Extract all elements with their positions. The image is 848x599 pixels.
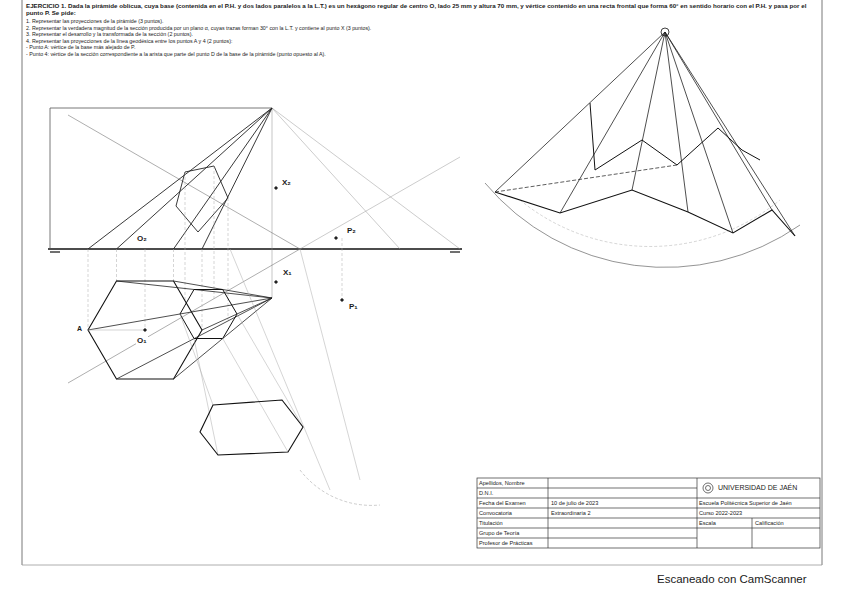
point-label: P₁ xyxy=(348,302,359,311)
table-cell: Calificación xyxy=(755,520,784,526)
table-cell: D.N.I. xyxy=(479,490,493,496)
task-item: - Punto 4: vértice de la sección corresp… xyxy=(26,51,326,57)
task-item: - Punto A: vértice de la base más alejad… xyxy=(26,44,135,50)
section-elevation xyxy=(176,166,228,232)
section-plan xyxy=(180,290,237,339)
task-item: 3. Representar el desarrollo y la transf… xyxy=(26,31,193,37)
point-label: P₂ xyxy=(346,226,357,235)
point-label: A xyxy=(76,325,83,333)
point-label: O₁ xyxy=(136,336,148,345)
table-cell: Profesor de Prácticas xyxy=(479,540,532,546)
pyramid-elevation xyxy=(88,108,272,249)
table-cell: Titulación xyxy=(479,520,503,526)
section-true-size xyxy=(200,400,303,455)
table-cell: Grupo de Teoría xyxy=(479,530,519,536)
task-item: 2. Representar la verdadera magnitud de … xyxy=(26,25,371,31)
development-arc xyxy=(485,183,800,267)
university-name: UNIVERSIDAD DE JAÉN xyxy=(718,484,797,492)
table-cell: Escuela Politécnica Superior de Jaén xyxy=(699,500,792,506)
exercise-statement: EJERCICIO 1. Dada la pirámide oblicua, c… xyxy=(26,2,818,16)
sheet-border xyxy=(22,565,822,566)
sheet-border xyxy=(22,0,23,565)
task-item: 1. Representar las proyecciones de la pi… xyxy=(26,18,164,24)
table-cell: Apellidos, Nombre xyxy=(479,480,525,486)
title-block xyxy=(477,478,820,548)
watermark: Escaneado con CamScanner xyxy=(657,573,807,586)
point-label: X₂ xyxy=(281,178,292,187)
development xyxy=(495,32,795,236)
table-cell: Curso 2022-2023 xyxy=(699,510,742,516)
pyramid-plan xyxy=(88,281,272,379)
geodesic-line xyxy=(495,165,677,192)
plane-trace xyxy=(68,115,300,249)
table-cell: Escala xyxy=(699,520,716,526)
table-cell: 10 de julio de 2023 xyxy=(551,500,598,506)
table-cell: Fecha del Examen xyxy=(479,500,526,506)
point-label: O₂ xyxy=(136,234,148,243)
table-cell: Extraordinaria 2 xyxy=(551,510,591,516)
task-item: 4. Representar las proyecciones de la lí… xyxy=(26,38,232,44)
table-cell: Convocatoria xyxy=(479,510,512,516)
point-label: X₁ xyxy=(282,268,293,277)
plane-trace xyxy=(68,249,300,383)
sheet-border xyxy=(822,0,823,565)
